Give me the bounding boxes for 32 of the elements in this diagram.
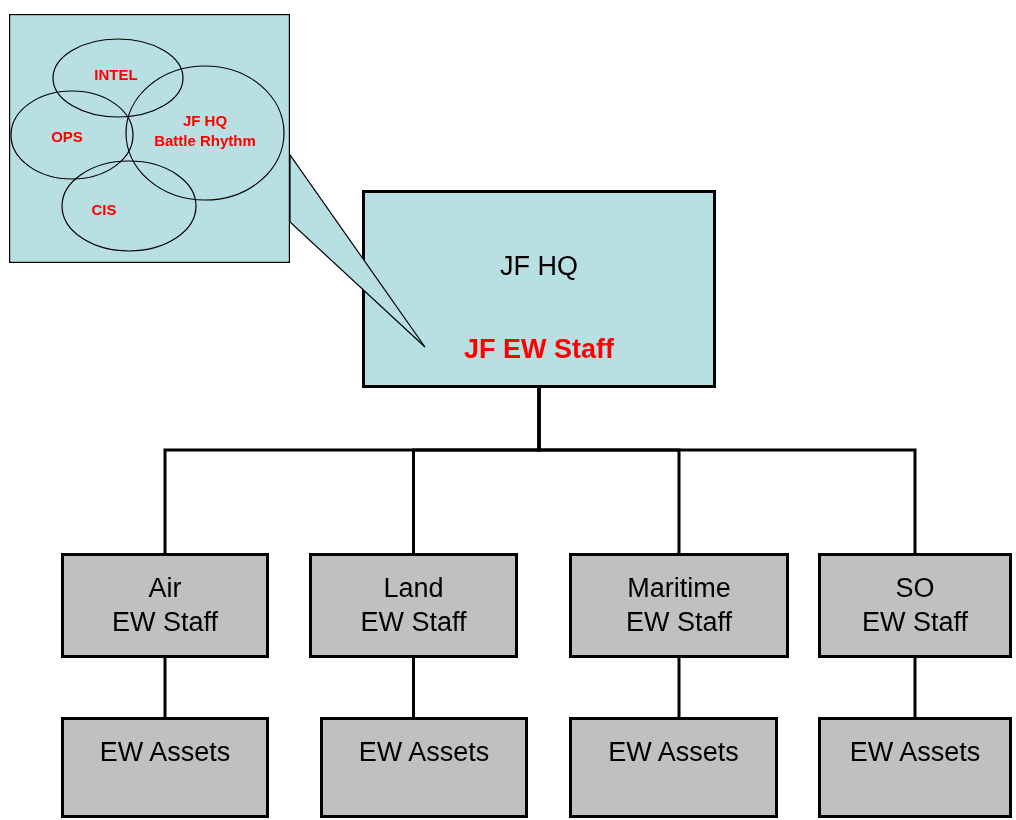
ellipse-label: JF HQ Battle Rhythm [154, 110, 256, 150]
ellipse [61, 160, 197, 252]
ellipse-label: CIS [91, 200, 117, 220]
box-label: EW Assets [608, 736, 739, 769]
staff-box [309, 553, 518, 658]
callout-pointer [289, 153, 426, 348]
box-subtitle: JF EW Staff [464, 334, 614, 365]
assets-box [569, 717, 778, 818]
box-label: SO EW Staff [861, 571, 968, 639]
box-label: Air EW Staff [111, 571, 218, 639]
assets-box [61, 717, 269, 818]
ellipse-label: OPS [51, 127, 83, 147]
assets-box [818, 717, 1012, 818]
callout-box [9, 14, 290, 263]
connector-line [163, 658, 167, 717]
box-label: EW Assets [358, 736, 490, 769]
staff-box [61, 553, 269, 658]
assets-box [320, 717, 528, 818]
connector-line [913, 658, 917, 717]
connector-line [412, 658, 415, 717]
ellipse [52, 38, 184, 118]
ellipse-label: INTEL [94, 65, 138, 85]
box-label: Land EW Staff [360, 571, 467, 639]
staff-box [569, 553, 789, 658]
staff-box [818, 553, 1012, 658]
ellipse [10, 90, 134, 180]
box-title: JF HQ [500, 251, 578, 282]
connector-line [537, 388, 917, 553]
connector-line [677, 658, 681, 717]
box-label: EW Assets [99, 736, 231, 769]
box-label: EW Assets [849, 736, 981, 769]
box-label: Maritime EW Staff [625, 571, 732, 639]
